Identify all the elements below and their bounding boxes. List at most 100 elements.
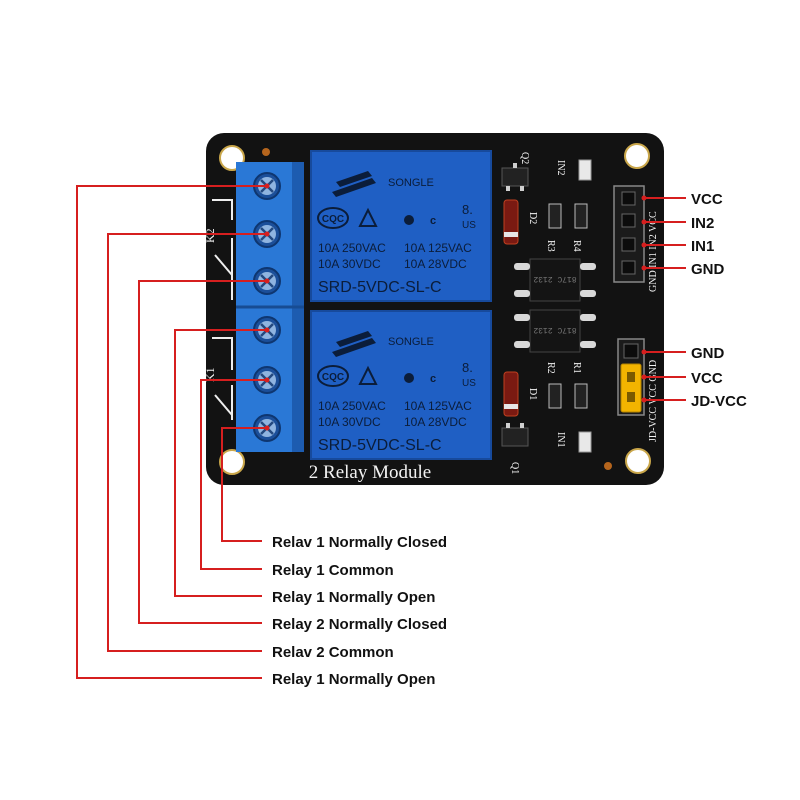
diode-d1: D1 bbox=[503, 371, 538, 417]
r3-label: R3 bbox=[545, 240, 556, 252]
transistor-q2: Q2 bbox=[501, 152, 530, 191]
r4-label: R4 bbox=[571, 240, 582, 252]
optocoupler-bottom: 817C 2132 bbox=[514, 309, 596, 353]
gnd-pin bbox=[623, 343, 639, 359]
opto-bottom-marking: 817C 2132 bbox=[533, 325, 576, 334]
resistor-r4 bbox=[574, 203, 588, 229]
relay-2-spec-2b: 10A 28VDC bbox=[404, 257, 467, 271]
relay-1-spec-1a: 10A 250VAC bbox=[318, 399, 386, 413]
pin-label-vcc: VCC bbox=[691, 370, 723, 387]
pin-label-in2: IN2 bbox=[691, 215, 714, 232]
pin-label-gnd: GND bbox=[691, 345, 725, 362]
pin-label-gnd: GND bbox=[691, 261, 725, 278]
pin-label-vcc: VCC bbox=[691, 191, 723, 208]
d2-package bbox=[503, 199, 519, 245]
relay-1-model: SRD-5VDC-SL-C bbox=[318, 437, 442, 454]
k1-switch-symbol bbox=[214, 394, 233, 416]
k2-switch-symbol bbox=[214, 254, 233, 276]
pin-label-jd-vcc: JD-VCC bbox=[691, 393, 747, 410]
resistor-r3 bbox=[548, 203, 562, 229]
mount-hole-bottom-right bbox=[625, 448, 651, 474]
warning-triangle-icon bbox=[358, 207, 378, 227]
relay-1-ul-number: 8. bbox=[462, 360, 473, 375]
ul-mark-icon: c bbox=[430, 215, 436, 227]
k1-label: K1 bbox=[203, 367, 217, 382]
relay-1-spec-1b: 10A 125VAC bbox=[404, 399, 472, 413]
resistor-r1 bbox=[574, 383, 588, 409]
input-header-silk: GND IN1 IN2 VCC bbox=[648, 211, 659, 292]
in2-silk-label: IN2 bbox=[555, 160, 566, 176]
terminal-label-6: Relay 1 Normally Open bbox=[272, 671, 435, 688]
songle-logo bbox=[332, 171, 376, 197]
relay-1-spec-2b: 10A 28VDC bbox=[404, 415, 467, 429]
ul-mark-icon: c bbox=[430, 373, 436, 385]
songle-logo bbox=[332, 331, 376, 357]
screw-terminal-block bbox=[236, 162, 304, 452]
k2-label: K2 bbox=[203, 228, 217, 243]
jumper-cap bbox=[620, 363, 642, 413]
terminal-leader-dot bbox=[264, 377, 270, 383]
pin-leader-dot bbox=[641, 265, 647, 271]
in2-led bbox=[578, 159, 592, 181]
terminal-leader-line bbox=[200, 379, 267, 570]
optocoupler-top: 817C 2132 bbox=[514, 258, 596, 302]
mount-hole-bottom-left bbox=[219, 449, 245, 475]
relay-1-ul-suffix: US bbox=[462, 378, 476, 389]
terminal-leader-line bbox=[221, 427, 267, 542]
terminal-leader-line bbox=[76, 185, 267, 679]
relay-2-ul-suffix: US bbox=[462, 220, 476, 231]
relay-2-spec-1a: 10A 250VAC bbox=[318, 241, 386, 255]
board-title: 2 Relay Module bbox=[309, 462, 431, 483]
pin-leader-dot bbox=[641, 349, 647, 355]
r1-label: R1 bbox=[571, 362, 582, 374]
d1-label: D1 bbox=[527, 388, 538, 400]
terminal-leader-dot bbox=[264, 231, 270, 237]
relay-1-cert: CQC bbox=[322, 372, 344, 383]
terminal-leader-line bbox=[107, 233, 267, 652]
transistor-q1: Q1 bbox=[501, 423, 529, 474]
input-header: GND IN1 IN2 VCC bbox=[613, 185, 659, 292]
k2-silkscreen-outline bbox=[212, 199, 233, 300]
relay-2-model: SRD-5VDC-SL-C bbox=[318, 279, 442, 296]
terminal-label-4: Relay 2 Normally Closed bbox=[272, 616, 447, 633]
opto-bottom-package bbox=[529, 309, 581, 353]
terminal-leader-dot bbox=[264, 327, 270, 333]
r2-label: R2 bbox=[545, 362, 556, 374]
relay-1-brand: SONGLE bbox=[388, 336, 434, 348]
opto-top-marking: 817C 2132 bbox=[533, 274, 576, 283]
relay-1-spec-2a: 10A 30VDC bbox=[318, 415, 381, 429]
in1-silk-label: IN1 bbox=[555, 432, 566, 448]
mount-hole-top-right bbox=[624, 143, 650, 169]
relay-2-ul-number: 8. bbox=[462, 202, 473, 217]
header-pin-3 bbox=[621, 237, 636, 252]
header-pin-2 bbox=[621, 213, 636, 228]
relay-1-pin-dot bbox=[404, 373, 414, 383]
relay-2-brand: SONGLE bbox=[388, 177, 434, 189]
q1-package bbox=[501, 427, 529, 447]
cqc-mark bbox=[317, 365, 349, 387]
pcb-via bbox=[262, 148, 270, 156]
relay-2-cert: CQC bbox=[322, 214, 344, 225]
relay-1: SONGLE CQC c 8. US 10A 250VAC 10A 125VAC… bbox=[310, 310, 492, 460]
led-in1: IN1 bbox=[555, 431, 592, 453]
relay-2-spec-2a: 10A 30VDC bbox=[318, 257, 381, 271]
header-pin-1 bbox=[621, 191, 636, 206]
led-in2: IN2 bbox=[555, 159, 592, 181]
terminal-leader-dot bbox=[264, 278, 270, 284]
header-pin-4 bbox=[621, 260, 636, 275]
q2-package bbox=[501, 167, 529, 187]
q2-label: Q2 bbox=[519, 152, 530, 164]
diode-d2: D2 bbox=[503, 199, 538, 245]
in1-led bbox=[578, 431, 592, 453]
terminal-label-1: Relav 1 Normally Closed bbox=[272, 534, 447, 551]
terminal-leader-dot bbox=[264, 425, 270, 431]
d2-label: D2 bbox=[527, 212, 538, 224]
pin-leader-dot bbox=[641, 195, 647, 201]
resistor-r2 bbox=[548, 383, 562, 409]
relay-2-spec-1b: 10A 125VAC bbox=[404, 241, 472, 255]
terminal-label-5: Relav 2 Common bbox=[272, 644, 394, 661]
q1-label: Q1 bbox=[509, 462, 520, 474]
